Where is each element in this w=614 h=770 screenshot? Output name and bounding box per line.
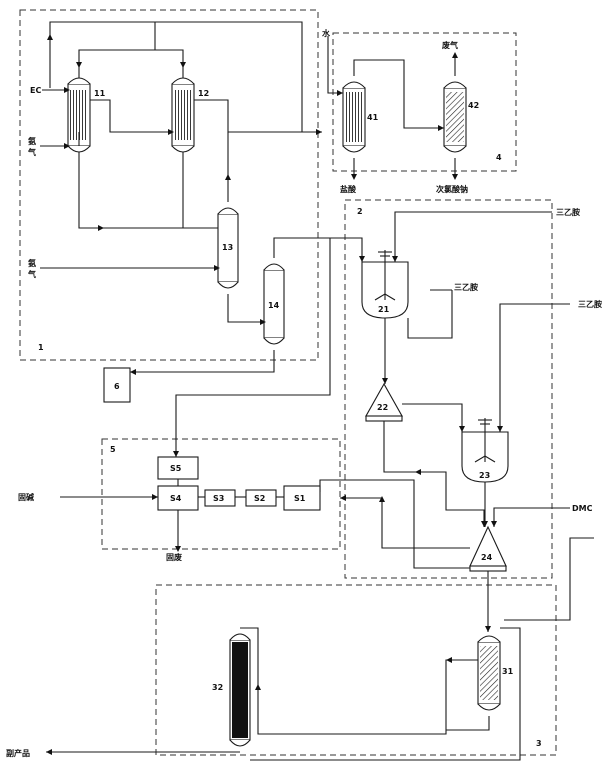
- label-22: 22: [377, 403, 388, 412]
- region-2-arrows: [340, 256, 503, 632]
- label-42: 42: [468, 101, 479, 110]
- stream-waste-gas: 废气: [442, 40, 458, 50]
- label-s1: S1: [294, 494, 306, 503]
- stream-solid-alkali: 固碱: [18, 492, 34, 502]
- region-1-piping: [40, 21, 363, 373]
- label-32: 32: [212, 683, 223, 692]
- region-4-boundary: [332, 32, 517, 172]
- stream-tea-2: 三乙胺: [454, 282, 478, 292]
- label-s5: S5: [170, 464, 182, 473]
- stream-solid-waste: 固废: [166, 552, 182, 562]
- region-3-boundary: [155, 584, 557, 756]
- absorber-42: [443, 81, 467, 153]
- stream-byproduct: 副产品: [6, 748, 30, 758]
- label-13: 13: [222, 243, 233, 252]
- stream-dmc: DMC: [572, 504, 593, 513]
- stream-ammonia-1a: 氨: [28, 136, 36, 146]
- region-4-label: 4: [496, 153, 502, 162]
- label-12: 12: [198, 89, 209, 98]
- region-3-arrows: [46, 657, 452, 755]
- column-14: [263, 263, 285, 345]
- label-31: 31: [502, 667, 514, 676]
- label-s4: S4: [170, 494, 182, 503]
- region-5-boundary: [101, 438, 341, 550]
- stream-ec: EC: [30, 86, 41, 95]
- label-6: 6: [114, 382, 120, 391]
- unit-s3: [204, 489, 236, 507]
- label-21: 21: [378, 305, 390, 314]
- column-32: [229, 633, 251, 747]
- column-31: [477, 635, 501, 711]
- stream-ammonia-2b: 气: [27, 269, 36, 279]
- filter-22: [365, 382, 403, 422]
- stream-tea-1: 三乙胺: [556, 207, 580, 217]
- filter-24: [469, 525, 507, 572]
- label-s3: S3: [213, 494, 224, 503]
- stream-hcl: 盐酸: [340, 184, 357, 194]
- region-2-piping: [319, 211, 594, 632]
- region-2-label: 2: [357, 207, 363, 216]
- unit-s1: [283, 485, 321, 511]
- unit-6: [103, 367, 131, 403]
- region-5-label: 5: [110, 445, 116, 454]
- region-5-arrows: [152, 451, 181, 552]
- absorber-41: [342, 81, 366, 153]
- region-5-piping: [60, 238, 331, 550]
- stream-water: 水: [321, 28, 331, 38]
- label-23: 23: [479, 471, 490, 480]
- label-41: 41: [367, 113, 379, 122]
- region-1-boundary: [19, 9, 319, 361]
- region-1-arrows: [47, 34, 365, 375]
- label-s2: S2: [254, 494, 265, 503]
- region-5-units: [157, 456, 321, 511]
- region-1-label: 1: [38, 343, 44, 352]
- label-14: 14: [268, 301, 280, 310]
- region-4-arrows: [337, 52, 458, 180]
- region-3-piping: [46, 627, 521, 761]
- label-24: 24: [481, 553, 493, 562]
- label-11: 11: [94, 89, 106, 98]
- unit-s2: [245, 489, 277, 507]
- stream-tea-3: 三乙胺: [578, 299, 602, 309]
- column-13: [217, 207, 239, 289]
- reactor-12: [171, 72, 195, 160]
- region-2-boundary: [344, 199, 553, 579]
- reactor-11: [67, 72, 91, 160]
- region-3-label: 3: [536, 739, 542, 748]
- stream-hypochlorite: 次氯酸钠: [436, 184, 468, 194]
- stream-ammonia-1b: 气: [27, 147, 36, 157]
- stream-ammonia-2a: 氨: [28, 258, 36, 268]
